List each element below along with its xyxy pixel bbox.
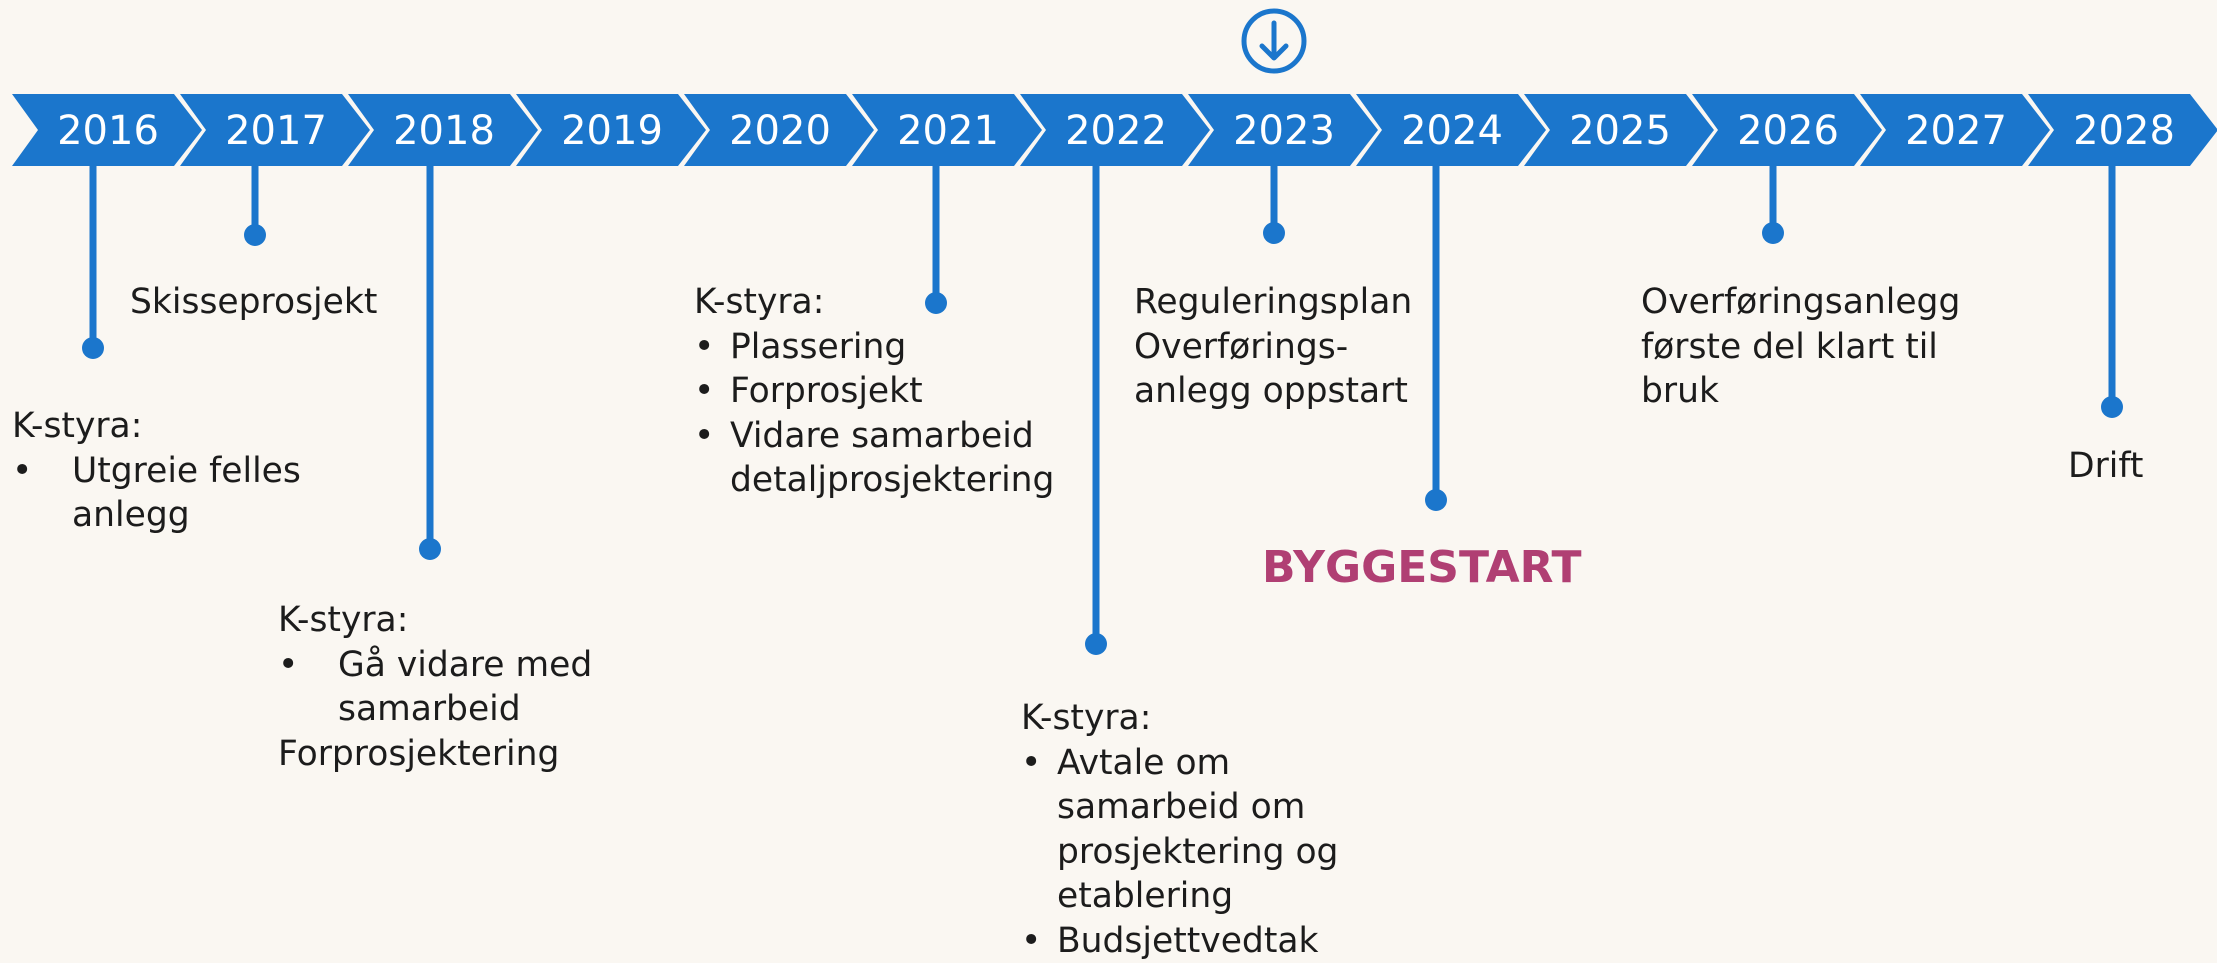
connector-dot-2024 <box>1425 489 1447 511</box>
year-label-2023: 2023 <box>1233 108 1335 154</box>
year-label-2026: 2026 <box>1737 108 1839 154</box>
milestone-2022-bullet-2: • Budsjettvedtak <box>1021 919 1357 963</box>
milestone-2021-bullet-1: • Plassering <box>694 325 1070 370</box>
milestone-2021-bullet-3: • Vidare samarbeid detaljprosjektering <box>694 414 1070 503</box>
milestone-2021-title: K-styra: <box>694 280 1070 325</box>
connector-dot-2022 <box>1085 633 1107 655</box>
year-label-2017: 2017 <box>225 108 327 154</box>
milestone-2028-text: Drift <box>2068 444 2143 489</box>
year-label-2018: 2018 <box>393 108 495 154</box>
year-label-2027: 2027 <box>1905 108 2007 154</box>
milestone-2016-bullet-text: Utgreie felles anlegg <box>72 449 302 538</box>
milestone-2022-note: K-styra: • Avtale om samarbeid om prosje… <box>1021 696 1357 963</box>
milestone-2016-note: K-styra: • Utgreie felles anlegg <box>12 404 302 538</box>
milestone-2018-tail: Forprosjektering <box>278 732 618 777</box>
milestone-2022-bullets: • Avtale om samarbeid om prosjektering o… <box>1021 741 1357 963</box>
milestone-2018-bullet: • Gå vidare med samarbeid <box>278 643 618 732</box>
milestone-2022-bullet-2-text: Budsjettvedtak <box>1057 919 1357 963</box>
milestone-2023-note: Reguleringsplan Overførings- anlegg opps… <box>1134 280 1412 414</box>
milestone-2016-bullet: • Utgreie felles anlegg <box>12 449 302 538</box>
milestone-2026-line-2: første del klart til <box>1641 325 1960 370</box>
connector-dot-2018 <box>419 538 441 560</box>
connector-dot-2026 <box>1762 222 1784 244</box>
year-chevrons: 2016 2017 2018 2019 2020 2021 2022 2023 2024 2025… <box>12 94 2217 166</box>
arrow-down-circle-icon <box>1244 11 1304 71</box>
year-label-2020: 2020 <box>729 108 831 154</box>
milestone-2023-line-1: Reguleringsplan <box>1134 280 1412 325</box>
milestone-2016-title: K-styra: <box>12 404 302 449</box>
connector-dot-2028 <box>2101 396 2123 418</box>
milestone-2024-byggestart: BYGGESTART <box>1262 542 1582 593</box>
milestone-2021-bullet-2: • Forprosjekt <box>694 369 1070 414</box>
milestone-2018-note: K-styra: • Gå vidare med samarbeid Forpr… <box>278 598 618 776</box>
connector-dot-2023 <box>1263 222 1285 244</box>
milestone-2018-bullets: • Gå vidare med samarbeid <box>278 643 618 732</box>
milestone-2021-bullet-3-text: Vidare samarbeid detaljprosjektering <box>730 414 1070 503</box>
milestone-2022-bullet-1: • Avtale om samarbeid om prosjektering o… <box>1021 741 1357 919</box>
milestone-2026-note: Overføringsanlegg første del klart til b… <box>1641 280 1960 414</box>
milestone-2026-line-3: bruk <box>1641 369 1960 414</box>
milestone-2022-bullet-1-text: Avtale om samarbeid om prosjektering og … <box>1057 741 1357 919</box>
milestone-2023-line-2: Overførings- <box>1134 325 1412 370</box>
milestone-2018-bullet-text: Gå vidare med samarbeid <box>338 643 618 732</box>
milestone-2017-text: Skisseprosjekt <box>130 280 377 325</box>
year-label-2028: 2028 <box>2073 108 2175 154</box>
year-label-2025: 2025 <box>1569 108 1671 154</box>
milestone-2021-bullet-1-text: Plassering <box>730 325 1070 370</box>
milestone-2023-line-3: anlegg oppstart <box>1134 369 1412 414</box>
year-label-2022: 2022 <box>1065 108 1167 154</box>
milestone-2022-title: K-styra: <box>1021 696 1357 741</box>
year-label-2016: 2016 <box>57 108 159 154</box>
milestone-2021-bullets: • Plassering • Forprosjekt • Vidare sama… <box>694 325 1070 503</box>
milestone-2028-note: Drift <box>2068 444 2143 489</box>
milestone-2016-bullets: • Utgreie felles anlegg <box>12 449 302 538</box>
milestone-2017-note: Skisseprosjekt <box>130 280 377 325</box>
milestone-2021-bullet-2-text: Forprosjekt <box>730 369 1070 414</box>
connector-dot-2016 <box>82 337 104 359</box>
year-label-2021: 2021 <box>897 108 999 154</box>
year-label-2019: 2019 <box>561 108 663 154</box>
connector-dot-2017 <box>244 224 266 246</box>
milestone-2026-line-1: Overføringsanlegg <box>1641 280 1960 325</box>
milestone-2018-title: K-styra: <box>278 598 618 643</box>
milestone-2021-note: K-styra: • Plassering • Forprosjekt • Vi… <box>694 280 1070 503</box>
year-label-2024: 2024 <box>1401 108 1503 154</box>
